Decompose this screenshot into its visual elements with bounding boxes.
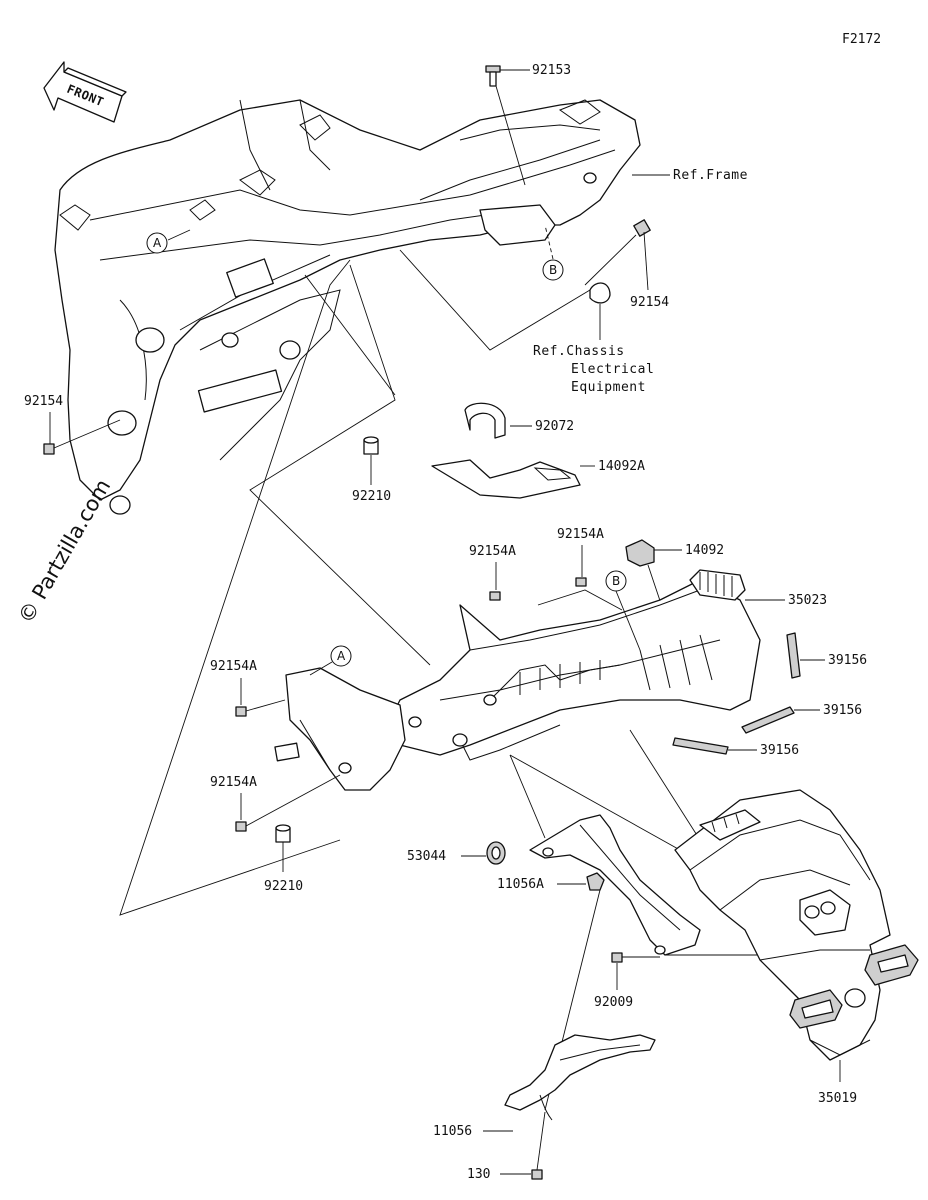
license-bracket-stay [509,729,760,956]
screw-92009: 92009 [594,952,660,1010]
callout-b-upper: B [542,224,564,281]
svg-text:B: B [549,263,557,277]
label-39156-b: 39156 [823,703,862,718]
label-92154-right: 92154 [630,295,669,310]
bracket-11056: 11056 [433,1034,656,1139]
rear-fender-tray [389,569,761,761]
label-92210-upper: 92210 [352,489,391,504]
label-39156-c: 39156 [760,743,799,758]
bolt-92154-right: 92154 [584,219,669,340]
label-130: 130 [467,1167,490,1182]
bolt-92154A-left1: 92154A [210,659,286,717]
strip-39156-c: 39156 [672,737,799,758]
strip-39156-b: 39156 [741,703,862,734]
callout-b-lower: B [605,570,641,651]
main-frame [54,99,641,515]
bolt-92153: 92153 [485,63,571,186]
label-14092A: 14092A [598,459,645,474]
label-92072: 92072 [535,419,574,434]
svg-text:B: B [612,574,620,588]
grommet-53044: 53044 [407,841,506,865]
svg-text:A: A [337,649,346,663]
svg-text:A: A [153,236,162,250]
bolt-92154A-top1: 92154A [469,544,516,601]
collar-92210-lower: 92210 [264,824,303,894]
ref-frame: Ref.Frame [673,168,748,183]
label-92154A-left1: 92154A [210,659,257,674]
strip-39156-a: 39156 [786,632,867,679]
ref-chassis-line2: Electrical [571,362,654,377]
label-11056: 11056 [433,1124,472,1139]
label-14092: 14092 [685,543,724,558]
label-92154A-top1: 92154A [469,544,516,559]
bolt-130: 130 [467,1111,546,1182]
label-11056A: 11056A [497,877,544,892]
label-92154A-left2: 92154A [210,775,257,790]
label-92009: 92009 [594,995,633,1010]
front-arrow-icon: FRONT [43,61,127,123]
bolt-92154A-top2: 92154A [557,527,604,587]
clamp-92072: 92072 [464,402,574,439]
label-39156-a: 39156 [828,653,867,668]
watermark: © Partzilla.com [14,475,116,627]
label-35023: 35023 [788,593,827,608]
bolt-92154A-left2: 92154A [210,774,341,832]
rear-fender-35019: 35019 [674,789,919,1106]
ref-chassis-line3: Equipment [571,380,646,395]
side-cover: A [274,645,406,791]
collar-92210-upper: 92210 [352,436,391,504]
label-92154A-top2: 92154A [557,527,604,542]
figure-id: F2172 [842,32,881,47]
label-35019: 35019 [818,1091,857,1106]
label-53044: 53044 [407,849,446,864]
label-92153: 92153 [532,63,571,78]
label-92210-lower: 92210 [264,879,303,894]
plate-14092A: 14092A [431,459,645,499]
label-92154-left: 92154 [24,394,63,409]
bolt-92154-left: 92154 [24,394,121,455]
ref-chassis-line1: Ref.Chassis [533,344,625,359]
callout-a-upper: A [146,229,191,254]
